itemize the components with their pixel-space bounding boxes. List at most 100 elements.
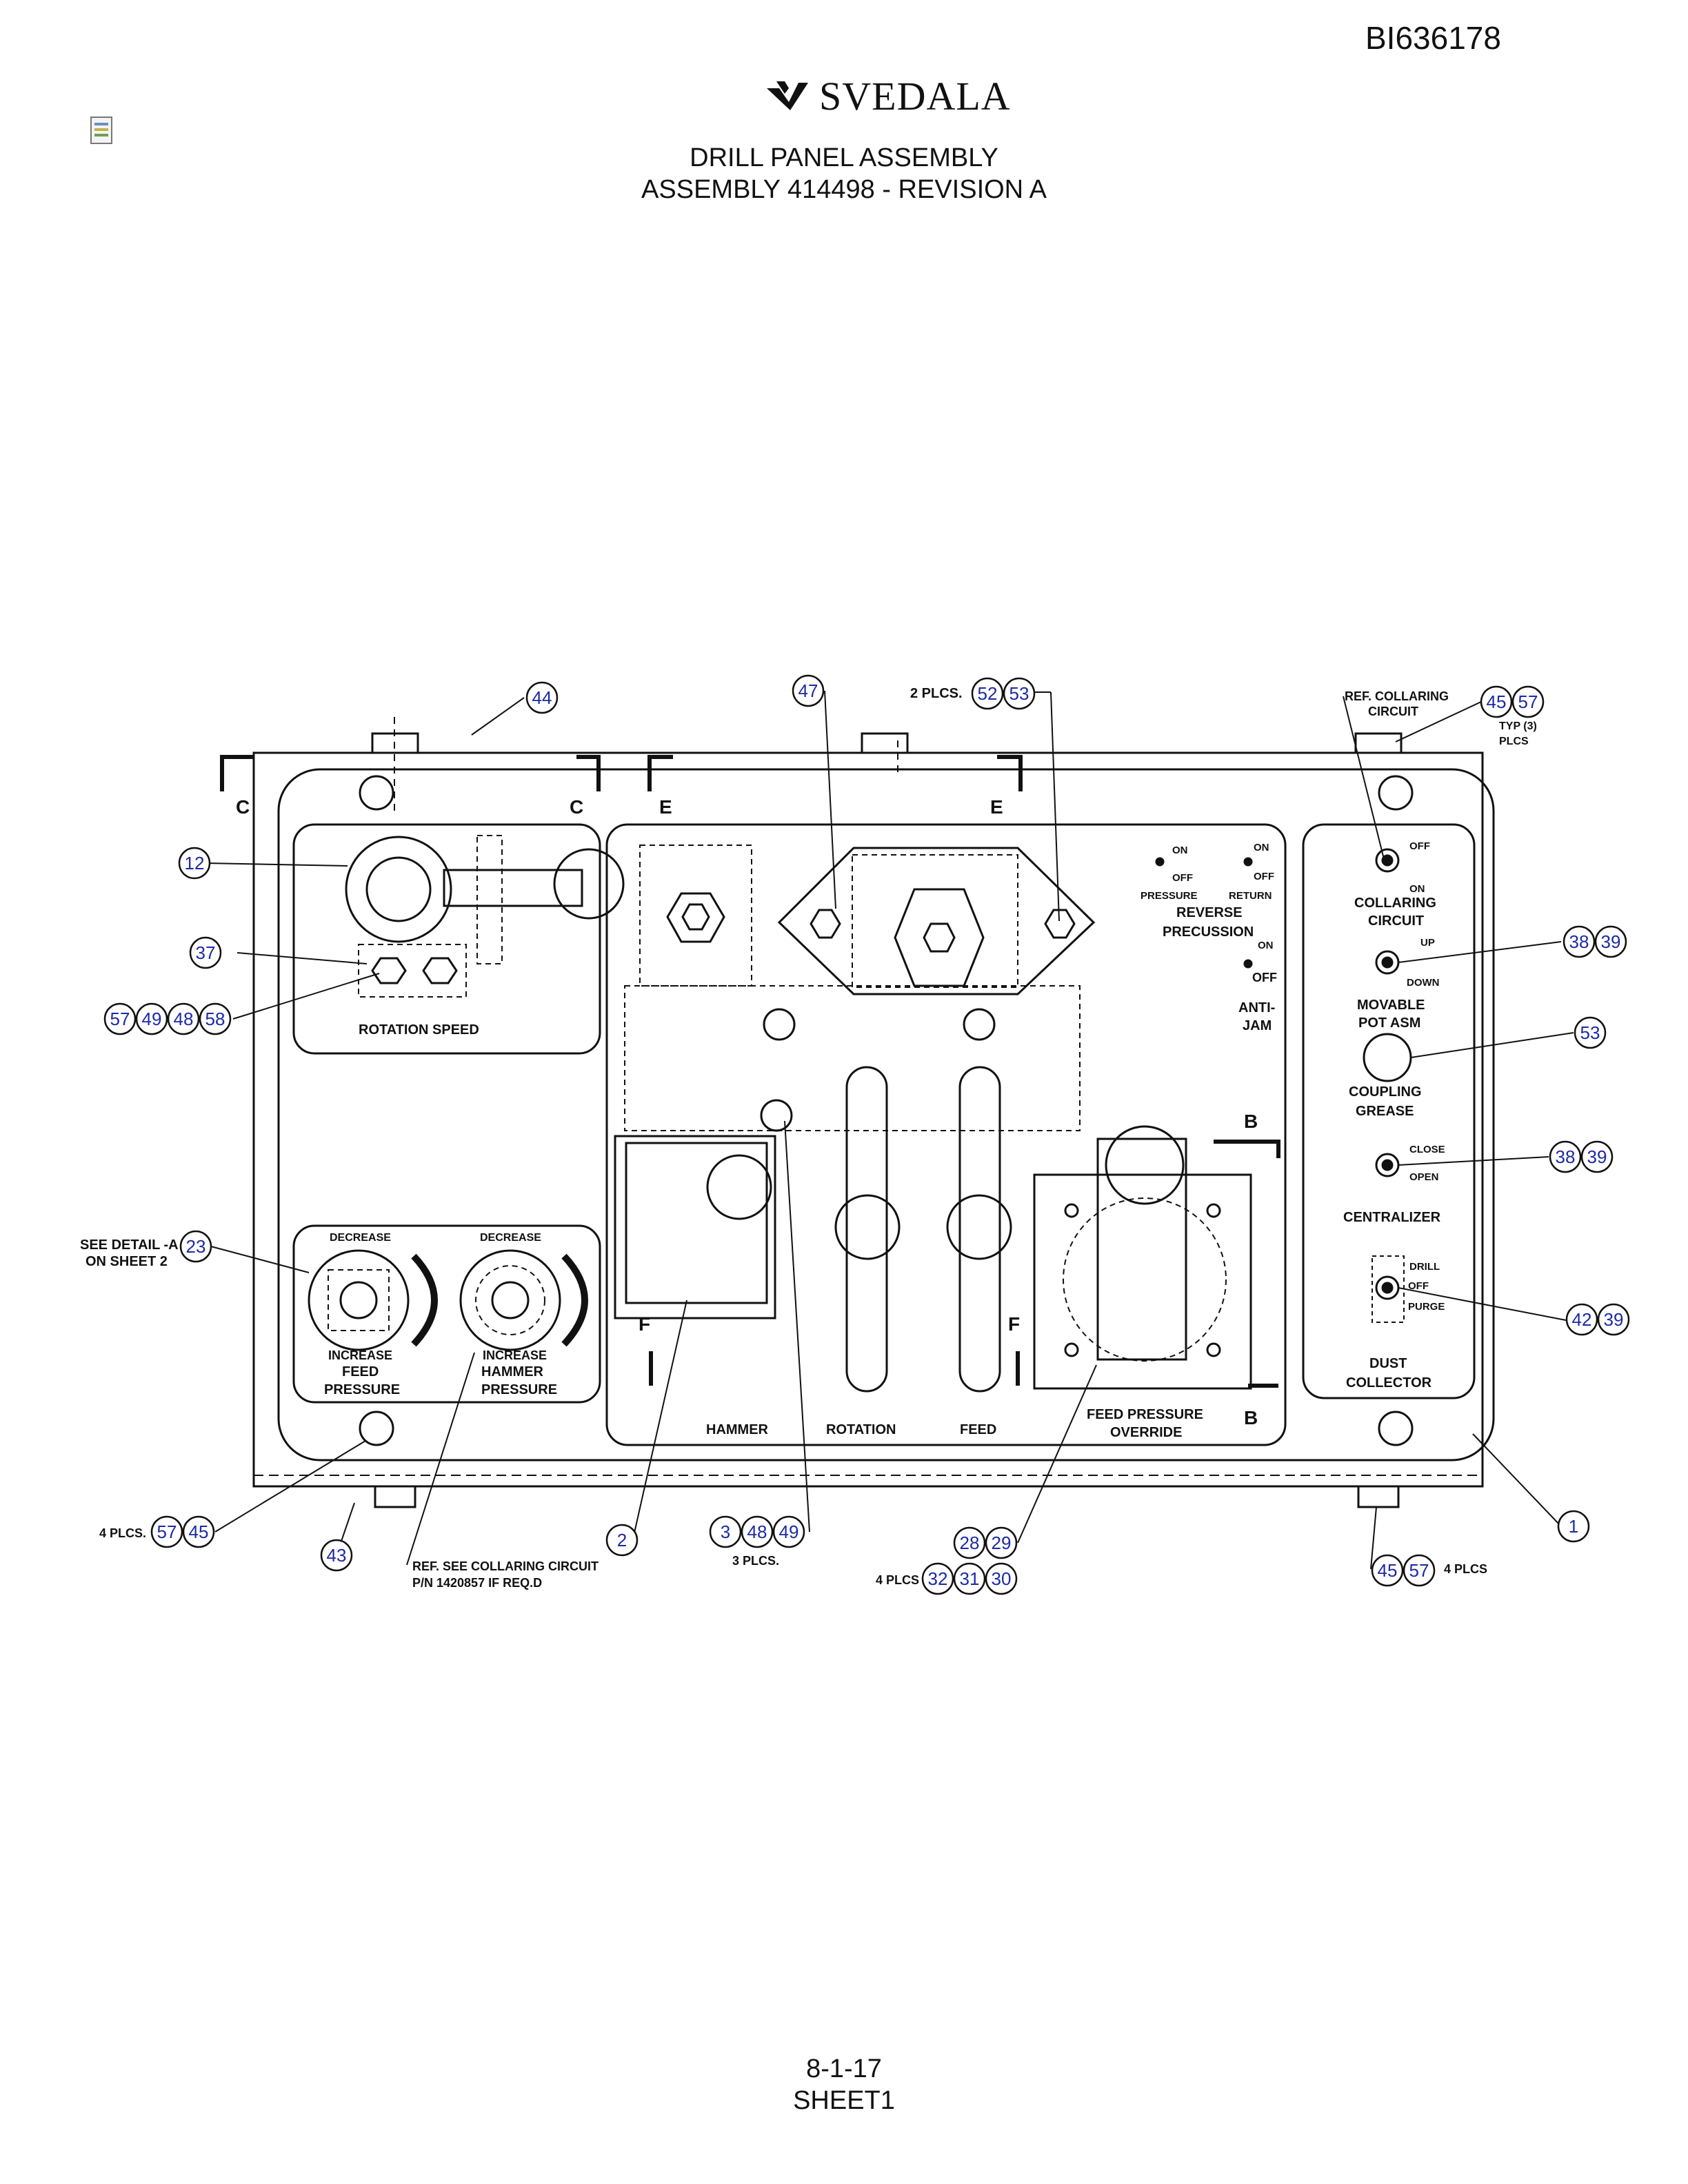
callout-30: 30 — [985, 1562, 1018, 1595]
callout-43: 43 — [320, 1539, 353, 1572]
svg-text:39: 39 — [1601, 931, 1621, 952]
page-title-line-1: DRILL PANEL ASSEMBLY — [690, 143, 998, 172]
section-e-left: E — [659, 796, 672, 818]
rotation-lever-knob — [834, 1194, 901, 1260]
label-anti: ANTI- — [1238, 1000, 1275, 1015]
override-plate — [1033, 1173, 1252, 1390]
svg-text:23: 23 — [186, 1236, 206, 1257]
callout-53: 53 — [1003, 677, 1036, 710]
label-dust-off: OFF — [1408, 1280, 1429, 1292]
label-feed: FEED — [342, 1364, 379, 1379]
feed-pressure-knob — [308, 1249, 410, 1351]
bottom-tab-right — [1357, 1485, 1400, 1508]
adjust-arrow-hammer — [561, 1253, 588, 1347]
svg-text:28: 28 — [960, 1533, 980, 1553]
label-reverse: REVERSE — [1176, 905, 1243, 920]
panel-face — [277, 768, 1495, 1462]
note-four-plcs-bottom: 4 PLCS — [876, 1573, 919, 1587]
callout-52: 52 — [971, 677, 1004, 710]
section-f-left: F — [639, 1313, 650, 1335]
callout-44: 44 — [525, 681, 559, 714]
label-rotation: ROTATION — [826, 1422, 896, 1437]
note-two-plcs: 2 PLCS. — [910, 686, 963, 701]
svg-text:49: 49 — [779, 1521, 799, 1542]
note-three-plcs: 3 PLCS. — [732, 1554, 779, 1568]
note-four-plcs-left: 4 PLCS. — [99, 1526, 146, 1540]
note-ref-circuit: CIRCUIT — [1368, 705, 1418, 718]
feed-lever-slot — [958, 1066, 1001, 1393]
svg-text:52: 52 — [978, 683, 998, 704]
svedala-logo-icon — [767, 81, 808, 110]
corner-bolt — [359, 1410, 394, 1446]
label-open: OPEN — [1409, 1171, 1439, 1183]
hex-bolt — [763, 1008, 796, 1041]
label-feed-pressure: FEED PRESSURE — [1087, 1407, 1203, 1422]
callout-42: 42 — [1565, 1303, 1598, 1336]
collaring-toggle — [1375, 848, 1400, 873]
document-id: BI636178 — [1365, 20, 1501, 56]
svg-text:39: 39 — [1604, 1309, 1624, 1330]
center-fitting — [894, 888, 985, 987]
hex-bolt — [963, 1008, 996, 1041]
corner-bolt — [1378, 775, 1414, 811]
label-increase-feed: INCREASE — [328, 1348, 392, 1362]
section-e-right: E — [990, 796, 1003, 818]
callout-47: 47 — [792, 674, 825, 707]
label-close: CLOSE — [1409, 1144, 1445, 1155]
label-up: UP — [1420, 937, 1435, 949]
callout-39: 39 — [1580, 1140, 1614, 1173]
label-return: RETURN — [1229, 890, 1272, 902]
note-typ-3: TYP (3) — [1499, 720, 1537, 732]
svg-text:53: 53 — [1009, 683, 1029, 704]
svg-text:30: 30 — [992, 1568, 1012, 1589]
svg-text:48: 48 — [747, 1521, 767, 1542]
label-movable: MOVABLE — [1357, 998, 1425, 1013]
label-pressure-small: PRESSURE — [1141, 890, 1198, 902]
hammer-pressure-knob — [459, 1249, 561, 1351]
label-collector: COLLECTOR — [1346, 1375, 1432, 1391]
svg-text:44: 44 — [532, 687, 552, 708]
hex-bolt — [760, 1099, 793, 1132]
svg-text:39: 39 — [1587, 1146, 1607, 1167]
svg-text:38: 38 — [1556, 1146, 1576, 1167]
section-c-left: C — [236, 796, 250, 818]
top-tab-center — [861, 732, 909, 754]
svg-text:53: 53 — [1580, 1022, 1600, 1043]
svg-text:45: 45 — [1378, 1560, 1398, 1581]
svg-text:12: 12 — [185, 853, 205, 873]
callout-49: 49 — [135, 1002, 168, 1035]
svg-text:49: 49 — [142, 1009, 162, 1029]
hammer-lever-plate — [614, 1135, 776, 1320]
label-hammer-word: HAMMER — [481, 1364, 544, 1379]
brand-logo: SVEDALA — [765, 72, 1011, 120]
sheet-number: SHEET1 — [793, 2086, 895, 2115]
label-override: OVERRIDE — [1110, 1425, 1182, 1440]
label-circuit: CIRCUIT — [1368, 913, 1424, 929]
label-collaring-off: OFF — [1409, 840, 1430, 852]
rotation-speed-handle — [553, 848, 625, 920]
svg-text:47: 47 — [798, 680, 818, 701]
rotation-speed-knob — [345, 836, 452, 943]
label-anti-on: ON — [1258, 940, 1274, 951]
label-decrease-feed: DECREASE — [330, 1232, 391, 1244]
callout-45: 45 — [1371, 1554, 1404, 1587]
bottom-tab-left — [374, 1485, 416, 1508]
callout-57: 57 — [1511, 685, 1545, 718]
svg-text:3: 3 — [721, 1521, 730, 1542]
label-pot-asm: POT ASM — [1358, 1015, 1420, 1031]
pressure-panel — [292, 1224, 601, 1404]
note-plcs: PLCS — [1499, 736, 1529, 747]
override-body — [1096, 1138, 1187, 1361]
corner-bolt — [359, 775, 394, 811]
svg-text:42: 42 — [1572, 1309, 1592, 1330]
callout-23: 23 — [179, 1230, 212, 1263]
page-number: 8-1-17 — [806, 2054, 882, 2083]
label-centralizer: CENTRALIZER — [1343, 1210, 1441, 1225]
callout-39: 39 — [1597, 1303, 1630, 1336]
coupling-grease-button — [1363, 1033, 1412, 1082]
brand-name: SVEDALA — [819, 73, 1011, 119]
callout-39: 39 — [1594, 925, 1627, 958]
svg-text:57: 57 — [1518, 691, 1538, 712]
callout-57: 57 — [103, 1002, 137, 1035]
